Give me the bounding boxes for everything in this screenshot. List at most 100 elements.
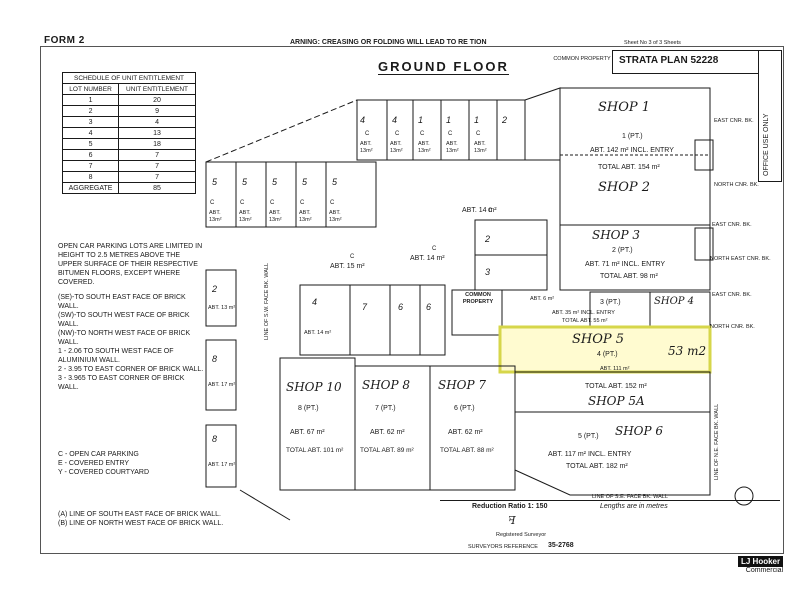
legend-y: Y - COVERED COURTYARD: [58, 469, 150, 476]
shop-3-label: SHOP 3: [592, 228, 641, 242]
svg-text:13m²: 13m²: [360, 148, 373, 154]
svg-text:C: C: [395, 131, 400, 137]
footer-block: [440, 500, 780, 551]
surveyor-label: Registered Surveyor: [496, 532, 547, 538]
svg-text:1: 1: [446, 115, 451, 125]
shop-10-total: TOTAL ABT. 101 m²: [286, 447, 344, 454]
svg-text:ABT.: ABT.: [209, 210, 221, 216]
svg-text:C: C: [210, 200, 215, 206]
shop-5-abt: ABT. 111 m²: [600, 366, 630, 372]
abt-17-left: ABT. 17 m²: [208, 382, 236, 388]
office-use-box: OFFICE USE ONLY: [758, 50, 782, 182]
shop-5-area: 53 m2: [668, 344, 707, 358]
svg-text:C: C: [488, 208, 493, 214]
line-se-label: LINE OF S.E. FACE BK. WALL: [592, 494, 668, 500]
svg-text:ABT.: ABT.: [299, 210, 311, 216]
abt-6: ABT. 6 m²: [530, 296, 555, 302]
shop-5-lot: 4 (PT.): [597, 351, 618, 358]
svg-text:ABT.: ABT.: [418, 141, 430, 147]
shop-8-abt: ABT. 62 m²: [370, 429, 405, 436]
abt-15: ABT. 15 m²: [330, 263, 365, 270]
svg-text:13m²: 13m²: [329, 217, 342, 223]
reference-number: 35-2768: [548, 542, 574, 549]
line-b: (B) LINE OF NORTH WEST FACE OF BRICK WAL…: [58, 520, 224, 527]
abt-14-mid: ABT. 14 m²: [410, 255, 445, 262]
note-1: 1 - 2.06 TO SOUTH WEST FACE OF ALUMINIUM…: [58, 348, 174, 364]
shop-4-total: TOTAL ABT. 55 m²: [562, 318, 608, 324]
shop-3-total: TOTAL ABT. 98 m²: [600, 273, 658, 280]
svg-text:ABT.: ABT.: [239, 210, 251, 216]
parking-note: OPEN CAR PARKING LOTS ARE LIMITED IN HEI…: [58, 243, 203, 286]
shop-7-total: TOTAL ABT. 88 m²: [440, 447, 494, 454]
svg-text:C: C: [270, 200, 275, 206]
svg-text:13m²: 13m²: [299, 217, 312, 223]
note-2: 2 - 3.95 TO EAST CORNER OF BRICK WALL.: [58, 366, 204, 373]
sheet-frame: [40, 46, 784, 554]
svg-text:ABT.: ABT.: [474, 141, 486, 147]
car-bay-row-left: [205, 161, 377, 228]
svg-text:1: 1: [474, 115, 479, 125]
sheet-number: Sheet No 3 of 3 Sheets: [624, 40, 681, 46]
svg-text:2: 2: [484, 234, 490, 244]
shop-7-abt: ABT. 62 m²: [448, 429, 483, 436]
surveyor-signature: ꟻ: [508, 514, 516, 527]
common-property-middle: [451, 289, 503, 336]
logo-text: LJ Hooker: [738, 556, 784, 567]
svg-text:ABT.: ABT.: [360, 141, 372, 147]
reference-label: SURVEYORS REFERENCE: [468, 544, 538, 550]
svg-text:C: C: [350, 254, 355, 260]
svg-text:ABT.: ABT.: [446, 141, 458, 147]
shop-1-lot: 1 (PT.): [622, 133, 643, 140]
svg-text:2: 2: [211, 284, 217, 294]
shop-5-total: TOTAL ABT. 152 m²: [585, 383, 647, 390]
svg-text:8: 8: [212, 354, 217, 364]
svg-text:ABT.: ABT.: [269, 210, 281, 216]
svg-text:13m²: 13m²: [269, 217, 282, 223]
shop-8-label: SHOP 8: [362, 378, 411, 392]
svg-text:6: 6: [426, 302, 431, 312]
shop-10-abt: ABT. 67 m²: [290, 429, 325, 436]
schedule-of-entitlement: SCHEDULE OF UNIT ENTITLEMENT LOT NUMBER …: [61, 72, 196, 194]
svg-text:6: 6: [398, 302, 403, 312]
shop-7-label: SHOP 7: [438, 378, 487, 392]
shop-6-total: TOTAL ABT. 182 m²: [566, 463, 628, 470]
svg-text:13m²: 13m²: [474, 148, 487, 154]
north-cnr-label-1: NORTH CNR. BK.: [714, 182, 759, 188]
shop-4-label: SHOP 4: [654, 296, 695, 307]
note-nw: (NW)-TO NORTH WEST FACE OF BRICK WALL.: [58, 330, 191, 346]
ground-floor-title: GROUND FLOOR: [378, 59, 509, 75]
lengths-note: Lengths are in metres: [600, 503, 668, 510]
svg-text:C: C: [476, 131, 481, 137]
svg-text:C: C: [330, 200, 335, 206]
svg-text:ABT.: ABT.: [390, 141, 402, 147]
svg-text:4: 4: [312, 297, 317, 307]
svg-text:C: C: [432, 246, 437, 252]
shop-7-lot: 6 (PT.): [454, 405, 475, 412]
legend-c: C - OPEN CAR PARKING: [58, 451, 139, 458]
car-bay-row-middle: [299, 284, 446, 356]
svg-text:7: 7: [362, 302, 368, 312]
svg-text:5: 5: [212, 177, 218, 187]
svg-text:5: 5: [302, 177, 308, 187]
line-a: (A) LINE OF SOUTH EAST FACE OF BRICK WAL…: [58, 511, 221, 518]
shop-8-lot: 7 (PT.): [375, 405, 396, 412]
east-cnr-label-1: EAST CNR. BK.: [714, 118, 754, 124]
north-cnr-label-2: NORTH CNR. BK.: [710, 324, 755, 330]
svg-text:13m²: 13m²: [446, 148, 459, 154]
svg-text:C: C: [448, 131, 453, 137]
form-label: FORM 2: [44, 35, 85, 46]
shop-10-label: SHOP 10: [286, 380, 342, 394]
common-property-top: COMMON PROPERTY: [553, 56, 611, 62]
svg-text:C: C: [420, 131, 425, 137]
note-sw: (SW)-TO SOUTH WEST FACE OF BRICK WALL.: [58, 312, 190, 328]
legend-block: C - OPEN CAR PARKING E - COVERED ENTRY Y…: [58, 450, 208, 477]
svg-text:5: 5: [272, 177, 278, 187]
shop-5-label: SHOP 5: [572, 332, 625, 347]
logo-subtext: Commercial: [745, 567, 784, 574]
svg-text:8: 8: [212, 434, 217, 444]
shop-1-entry: ABT. 142 m² INCL. ENTRY: [590, 147, 674, 154]
shop-6-lot: 5 (PT.): [578, 433, 599, 440]
